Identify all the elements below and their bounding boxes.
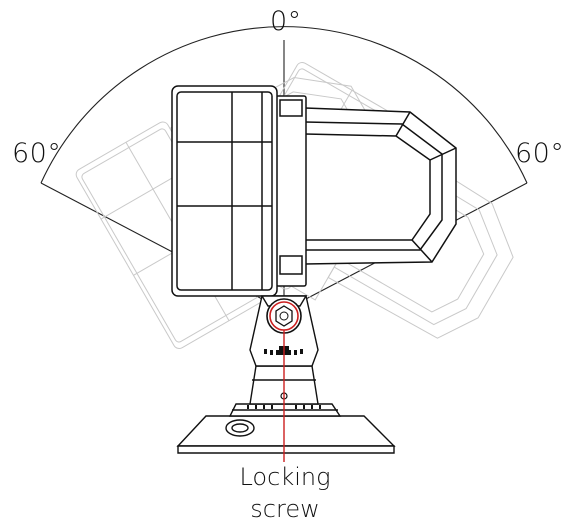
- mounting-base: [176, 403, 396, 454]
- tilt-range-arc: [40, 26, 528, 184]
- lamp-ring: [275, 95, 307, 287]
- column-vents: [264, 349, 303, 355]
- lamp-housing-rear: [304, 107, 457, 265]
- caption-screw: screw: [250, 495, 320, 523]
- angle-label-left: 60°: [12, 138, 62, 169]
- base-ridges: [247, 405, 321, 409]
- angle-label-top: 0°: [270, 6, 302, 37]
- locking-screw-highlight: [266, 298, 302, 462]
- lamp-front-lens: [171, 85, 278, 297]
- angle-label-right: 60°: [515, 138, 565, 169]
- caption-locking: Locking: [239, 463, 331, 491]
